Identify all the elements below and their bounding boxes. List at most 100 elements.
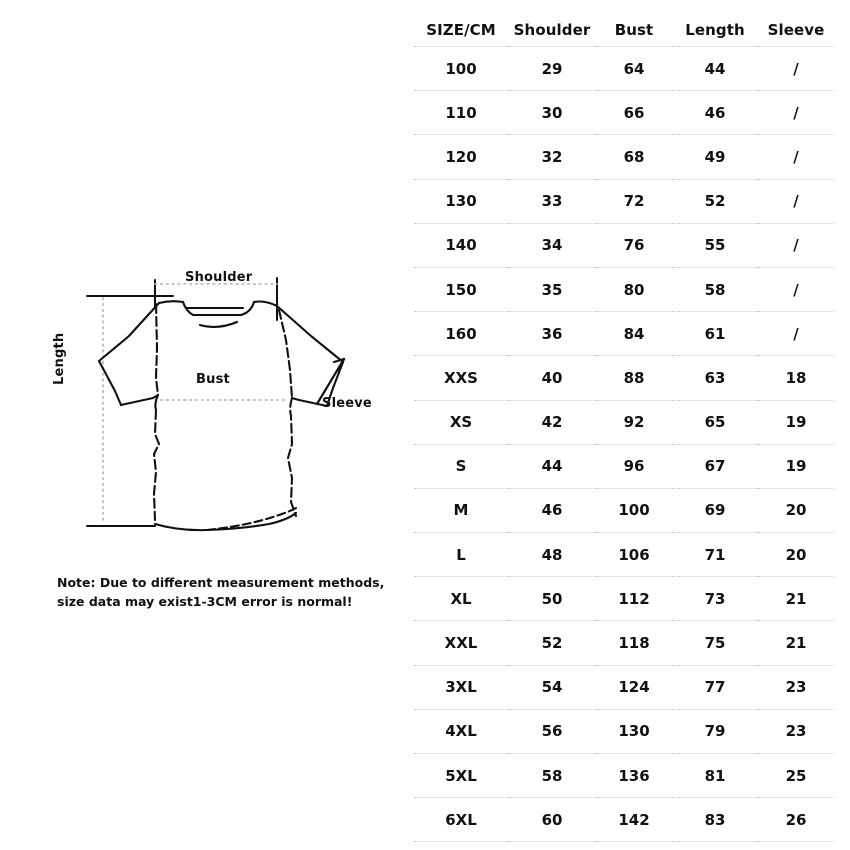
right-shoulder-seam	[275, 304, 345, 364]
cell-length: 58	[672, 266, 758, 312]
cell-length: 83	[672, 797, 758, 843]
cell-size: M	[414, 487, 508, 533]
measure-dotted-guides	[102, 283, 288, 525]
cell-sleeve: 21	[758, 620, 834, 666]
cell-length: 75	[672, 620, 758, 666]
table-header-row: SIZE/CM Shoulder Bust Length Sleeve	[414, 14, 834, 47]
tshirt-measurement-figure	[55, 258, 390, 558]
cell-size: 5XL	[414, 752, 508, 798]
cell-bust: 112	[596, 576, 672, 621]
cell-sleeve: /	[758, 90, 834, 135]
cell-shoulder: 29	[508, 45, 596, 91]
cell-length: 44	[672, 45, 758, 91]
measure-rules	[86, 277, 278, 527]
cell-shoulder: 33	[508, 178, 596, 224]
cell-length: 71	[672, 532, 758, 577]
cell-bust: 106	[596, 532, 672, 577]
neck-rib-curve	[198, 320, 239, 328]
cell-size: 150	[414, 266, 508, 312]
cell-sleeve: 23	[758, 708, 834, 754]
col-header-length: Length	[685, 21, 745, 39]
cell-shoulder: 44	[508, 443, 596, 489]
cell-size: XL	[414, 576, 508, 621]
diagram-label-length: Length	[52, 332, 67, 385]
cell-length: 61	[672, 311, 758, 356]
left-sleeve-outer	[97, 359, 123, 407]
bottom-hem-inner	[205, 506, 298, 532]
cell-sleeve: /	[758, 266, 834, 312]
cell-sleeve: 25	[758, 752, 834, 798]
neck-right-inner	[239, 300, 256, 317]
cell-bust: 88	[596, 355, 672, 400]
cell-size: 100	[414, 45, 508, 91]
cell-sleeve: /	[758, 222, 834, 268]
cell-length: 46	[672, 90, 758, 135]
bottom-hem	[153, 511, 298, 532]
cell-size: 6XL	[414, 797, 508, 843]
cell-shoulder: 52	[508, 620, 596, 666]
measurement-note: Note: Due to different measurement metho…	[57, 573, 387, 611]
tshirt-diagram-panel: Shoulder Bust Sleeve Length Note: Due to…	[0, 0, 410, 850]
col-header-sleeve: Sleeve	[767, 21, 825, 39]
diagram-label-shoulder: Shoulder	[185, 270, 253, 285]
cell-bust: 84	[596, 311, 672, 356]
cell-shoulder: 46	[508, 487, 596, 533]
cell-shoulder: 54	[508, 664, 596, 710]
cell-size: L	[414, 532, 508, 577]
cell-shoulder: 40	[508, 355, 596, 400]
cell-length: 67	[672, 443, 758, 489]
cell-sleeve: 26	[758, 797, 834, 843]
cell-size: XS	[414, 399, 508, 445]
left-armhole	[154, 393, 160, 412]
diagram-label-sleeve: Sleeve	[322, 396, 372, 411]
cell-bust: 64	[596, 45, 672, 91]
cell-bust: 76	[596, 222, 672, 268]
sleeve-arrow	[315, 357, 346, 406]
cell-size: 120	[414, 134, 508, 180]
cell-sleeve: 19	[758, 443, 834, 489]
cell-bust: 130	[596, 708, 672, 754]
cell-bust: 136	[596, 752, 672, 798]
cell-length: 69	[672, 487, 758, 533]
cell-sleeve: 20	[758, 487, 834, 533]
cell-bust: 100	[596, 487, 672, 533]
cell-size: 110	[414, 90, 508, 135]
note-line-2: size data may exist1-3CM error is normal…	[57, 594, 353, 609]
neck-left-shoulder-top	[157, 300, 185, 305]
cell-shoulder: 56	[508, 708, 596, 754]
cell-size: 140	[414, 222, 508, 268]
cell-sleeve: 18	[758, 355, 834, 400]
note-line-1: Note: Due to different measurement metho…	[57, 575, 385, 590]
cell-shoulder: 35	[508, 266, 596, 312]
left-body-side	[152, 408, 161, 522]
size-table-head: SIZE/CM Shoulder Bust Length Sleeve	[414, 14, 834, 47]
cell-size: XXS	[414, 355, 508, 400]
cell-bust: 68	[596, 134, 672, 180]
cell-length: 52	[672, 178, 758, 224]
cell-shoulder: 34	[508, 222, 596, 268]
cell-shoulder: 50	[508, 576, 596, 621]
cell-length: 79	[672, 708, 758, 754]
cell-bust: 142	[596, 797, 672, 843]
cell-bust: 80	[596, 266, 672, 312]
left-cuff	[119, 393, 160, 407]
cell-size: XXL	[414, 620, 508, 666]
col-header-shoulder: Shoulder	[513, 21, 591, 39]
cell-sleeve: 21	[758, 576, 834, 621]
cell-length: 77	[672, 664, 758, 710]
